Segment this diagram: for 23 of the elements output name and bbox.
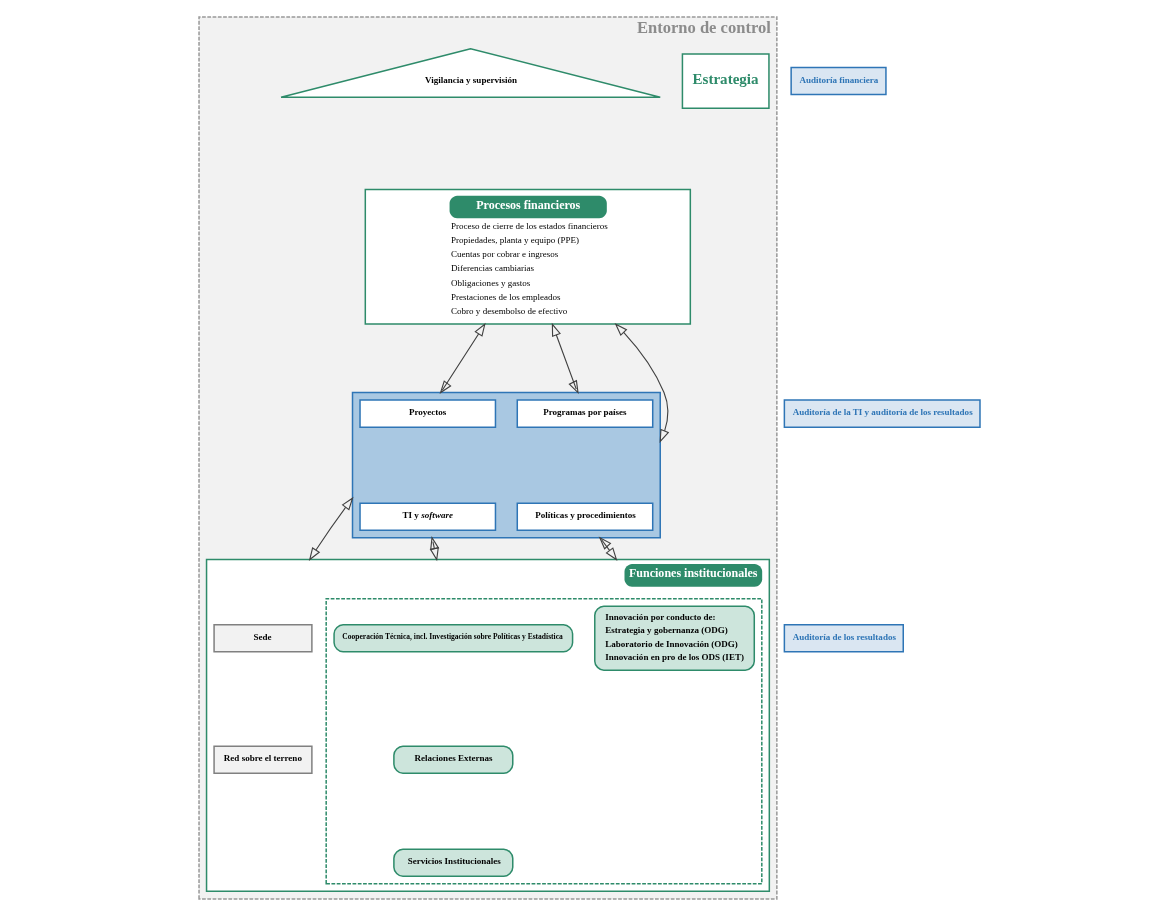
node-box: Innovación por conducto de: Estrategia y gobernanza (ODG) Laboratorio de Innovación (ODG) Innovación en pro de los ODS (IET) bbox=[594, 605, 756, 671]
arrow bbox=[429, 536, 440, 562]
node-box: Relaciones Externas bbox=[393, 745, 514, 774]
node-box: Programas por países bbox=[516, 399, 654, 428]
node-box: Auditoría de la TI y auditoría de los resultados bbox=[783, 399, 981, 428]
node-box: Red sobre el terreno bbox=[213, 745, 313, 774]
arrow bbox=[308, 496, 354, 561]
node-box: Sede bbox=[213, 623, 313, 653]
node-box: Políticas y procedimientos bbox=[516, 502, 654, 531]
node-box: Auditoría de los resultados bbox=[783, 623, 904, 653]
node-box: Auditoría financiera bbox=[790, 66, 887, 96]
node-box: Proyectos bbox=[359, 399, 497, 428]
node-box: Servicios Institucionales bbox=[393, 848, 514, 878]
node-box: Cooperación Técnica, incl. Investigación sobre Políticas y Estadística bbox=[333, 623, 574, 653]
arrow bbox=[614, 322, 670, 443]
node-box: Estrategia bbox=[681, 53, 770, 109]
node-box: Procesos financieros Proceso de cierre de los estados financieros Propiedades, planta y equipo (PPE) Cuentas por cobrar e ingresos Diferencias cambiarias Obligaciones y gastos Prestaciones de los empleados Cobro y desembolso de efectivo bbox=[364, 188, 692, 325]
node-box: TI y software bbox=[359, 502, 497, 531]
cluster bbox=[351, 391, 661, 539]
arrow bbox=[551, 322, 579, 395]
arrow bbox=[439, 322, 486, 394]
cluster bbox=[325, 597, 763, 885]
arrow bbox=[598, 536, 618, 561]
